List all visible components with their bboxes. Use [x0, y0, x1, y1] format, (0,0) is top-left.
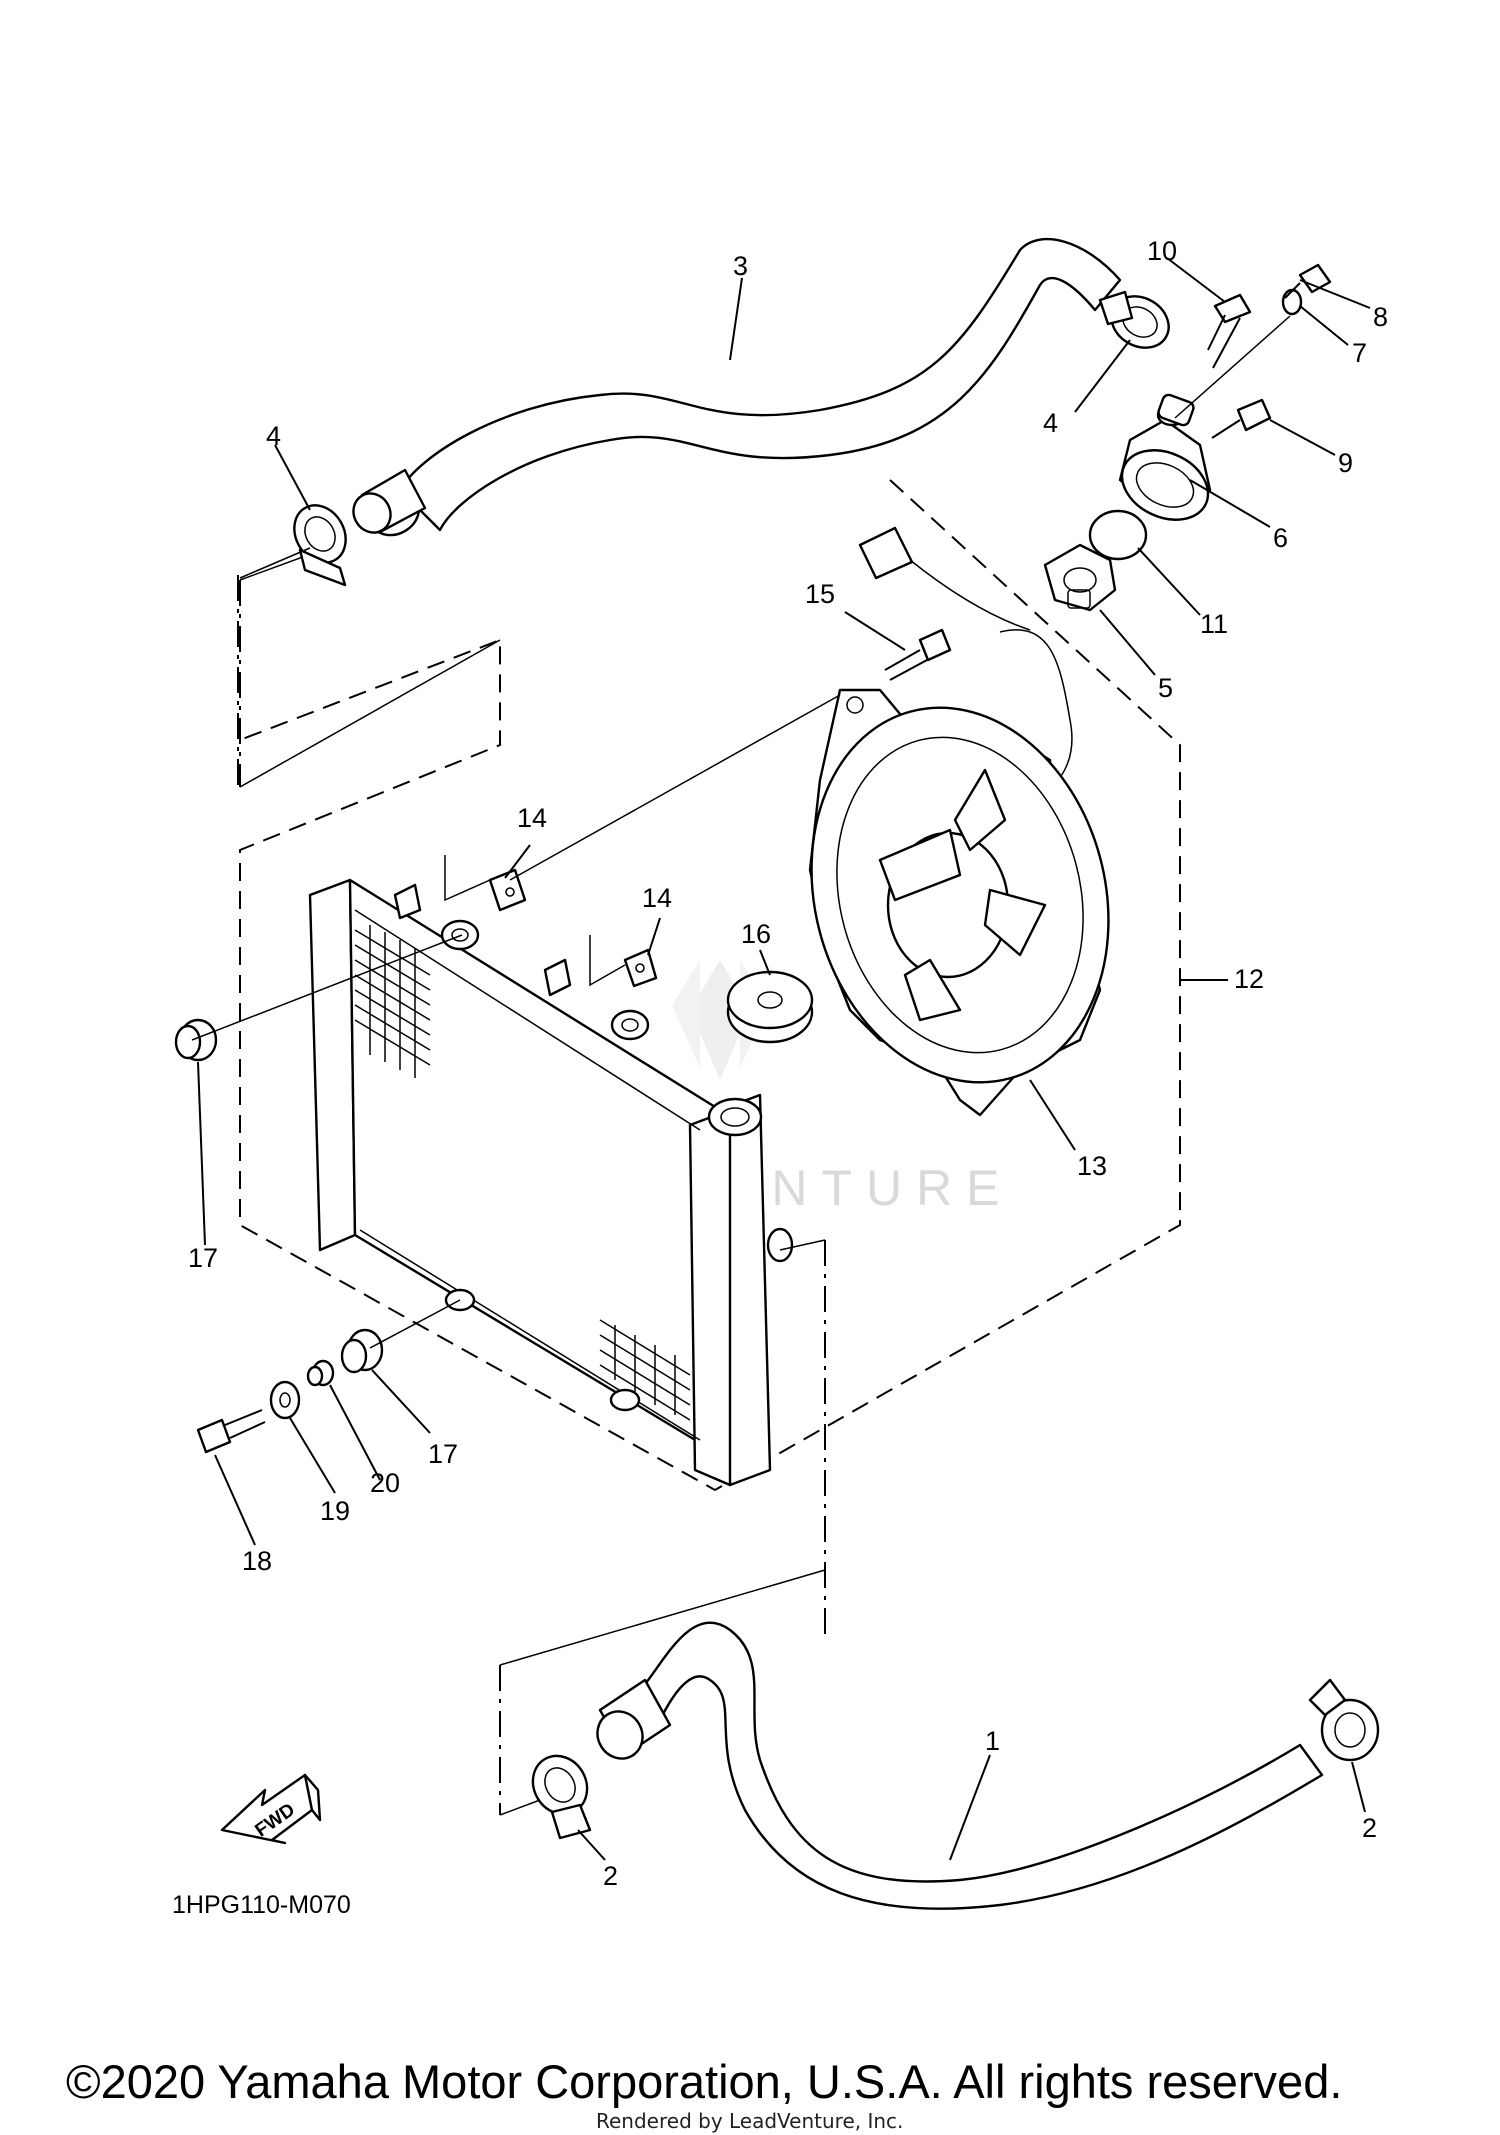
callout-6: 6	[1273, 523, 1288, 553]
callout-18: 18	[242, 1546, 272, 1576]
callout-labels: 3 4 4 10 8 7 9 6 11 5 15 12 13 14 14 16 …	[188, 236, 1388, 1891]
callout-11: 11	[1200, 609, 1228, 639]
bolt-15	[884, 628, 952, 681]
lower-hose-1	[596, 1621, 1324, 1910]
radiator-core	[308, 878, 794, 1487]
bolt-10	[1207, 293, 1252, 369]
fan-harness-connector	[858, 526, 1073, 796]
callout-20: 20	[370, 1468, 400, 1498]
grommet-17-lower	[340, 1328, 384, 1374]
callout-4-left: 4	[266, 421, 281, 451]
callout-8: 8	[1373, 302, 1388, 332]
rendered-by-notice: Rendered by LeadVenture, Inc.	[596, 2109, 903, 2133]
hose-clamp-2-right	[1308, 1678, 1380, 1762]
callout-10: 10	[1147, 236, 1177, 266]
callout-3: 3	[733, 251, 748, 281]
bolt-8	[1284, 263, 1332, 299]
connection-guides	[237, 547, 826, 1816]
reference-code: 1HPG110-M070	[172, 1891, 351, 1919]
callout-17-lower: 17	[428, 1439, 458, 1469]
bolt-18	[196, 1409, 266, 1454]
callout-7: 7	[1352, 338, 1367, 368]
radiator-fins	[354, 925, 691, 1421]
callout-14-upper: 14	[517, 803, 547, 833]
callout-5: 5	[1158, 673, 1173, 703]
bolt-9	[1211, 398, 1272, 439]
callout-16: 16	[741, 919, 771, 949]
clip-14-lower	[623, 948, 658, 988]
callout-9: 9	[1338, 448, 1353, 478]
grommet-17-left	[174, 1018, 218, 1062]
collar-20	[306, 1359, 335, 1387]
thermostat-5	[1043, 543, 1117, 612]
callout-13: 13	[1077, 1151, 1107, 1181]
radiator-cap-16	[726, 970, 814, 1044]
callout-12: 12	[1234, 964, 1264, 994]
callout-2-left: 2	[603, 1861, 618, 1891]
hose-clamp-2-left	[531, 1754, 592, 1840]
callout-15: 15	[805, 579, 835, 609]
upper-hose-3	[352, 237, 1122, 537]
fwd-direction-arrow-icon: FWD	[220, 1773, 322, 1845]
washer-19	[269, 1380, 301, 1420]
assembly-outline-12	[239, 479, 1181, 1492]
callout-17-left: 17	[188, 1243, 218, 1273]
cooling-fan-13	[808, 688, 1110, 1117]
callout-4-right: 4	[1043, 408, 1058, 438]
callout-1: 1	[985, 1726, 1000, 1756]
leader-lines	[191, 257, 1371, 1861]
clip-14-upper	[488, 868, 527, 912]
callout-14-lower: 14	[642, 883, 672, 913]
callout-19: 19	[320, 1496, 350, 1526]
hose-clamp-4-left	[293, 504, 347, 587]
hose-clamp-4-right	[1098, 290, 1170, 349]
o-ring-11	[1088, 509, 1148, 561]
thermostat-housing-6	[1118, 393, 1212, 521]
copyright-notice: ©2020 Yamaha Motor Corporation, U.S.A. A…	[66, 2055, 1342, 2108]
callout-2-right: 2	[1362, 1813, 1377, 1843]
